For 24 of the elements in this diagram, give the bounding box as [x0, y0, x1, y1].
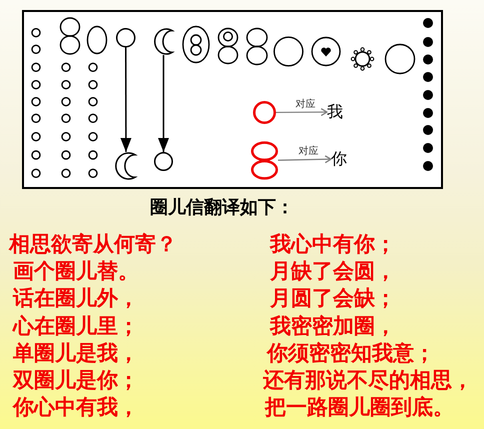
- poem-line: 月缺了会圆，: [270, 259, 396, 282]
- poem-line: 双圈儿是你；: [13, 368, 139, 392]
- poem-line: 还有那说不尽的相思，: [263, 368, 473, 392]
- poem-line: 我密密加圈，: [270, 314, 396, 337]
- poem-line: 心在圈儿里；: [13, 314, 139, 337]
- arrow: [278, 155, 332, 164]
- edge-label: 对应: [298, 147, 320, 158]
- poem-line: 画个圈儿替。: [13, 259, 139, 282]
- poem-line: 相思欲寄从何寄？: [9, 232, 177, 256]
- heading-text: 圈儿信翻译如下：: [150, 198, 294, 218]
- arrow: [276, 108, 328, 116]
- poem-line: 我心中有你；: [270, 232, 396, 256]
- character-label: 我: [327, 104, 343, 120]
- letter-panel: [22, 10, 443, 189]
- arrow: [158, 55, 169, 152]
- poem-line: 月圆了会缺；: [270, 286, 396, 310]
- poem-line: 你心中有我，: [13, 395, 139, 418]
- edge-label: 对应: [294, 100, 316, 110]
- character-label: 你: [331, 151, 347, 167]
- poem-line: 单圈儿是我，: [13, 340, 139, 364]
- arrow: [120, 47, 132, 152]
- poem-line: 话在圈儿外，: [13, 286, 139, 310]
- poem-line: 你须密密知我意；: [267, 340, 435, 364]
- poem-line: 把一路圈儿圈到底。: [265, 395, 454, 418]
